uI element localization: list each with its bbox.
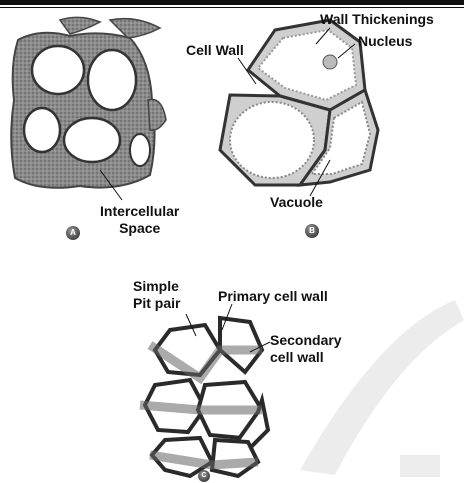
leader-vacuole: [309, 159, 331, 197]
figure-a-tissue: [10, 16, 167, 201]
cell-a5: [129, 133, 151, 167]
leader-intercellular-space: [99, 169, 123, 201]
label-simple-pit-pair: Simple Pit pair: [133, 278, 181, 311]
figure-b-tissue: [218, 18, 380, 197]
figure-c-tissue: [142, 315, 271, 479]
leader-wall-thickenings: [315, 27, 331, 45]
figure-c-wall-shading: [139, 341, 262, 470]
cell-a3: [22, 106, 62, 154]
cell-a4: [62, 116, 122, 164]
label-primary-cell-wall: Primary cell wall: [218, 288, 328, 304]
label-wall-thickenings: Wall Thickenings: [320, 11, 434, 27]
label-secondary-cell-wall: Secondary cell wall: [270, 332, 342, 365]
leader-primary-cell-wall: [221, 303, 233, 331]
leader-secondary-cell-wall: [249, 341, 271, 353]
cell-a2: [86, 48, 138, 112]
leader-cell-wall: [237, 57, 257, 85]
cell-b-nucleus: [322, 54, 338, 70]
cell-a1: [30, 44, 86, 96]
leader-nucleus: [337, 43, 356, 59]
badge-a: A: [66, 226, 80, 240]
label-intercellular-space: Intercellular Space: [100, 203, 180, 236]
header-rule-thick: [0, 0, 464, 5]
header-rule-thin: [0, 7, 464, 8]
cell-b-large: [229, 101, 315, 179]
leader-simple-pit-pair: [185, 313, 197, 337]
watermark-swoosh: [300, 300, 464, 475]
watermark-block: [400, 455, 440, 477]
label-nucleus: Nucleus: [358, 33, 413, 49]
label-cell-wall: Cell Wall: [186, 42, 244, 58]
badge-b: B: [305, 224, 319, 238]
label-vacuole: Vacuole: [270, 194, 323, 210]
badge-c: C: [198, 470, 210, 482]
